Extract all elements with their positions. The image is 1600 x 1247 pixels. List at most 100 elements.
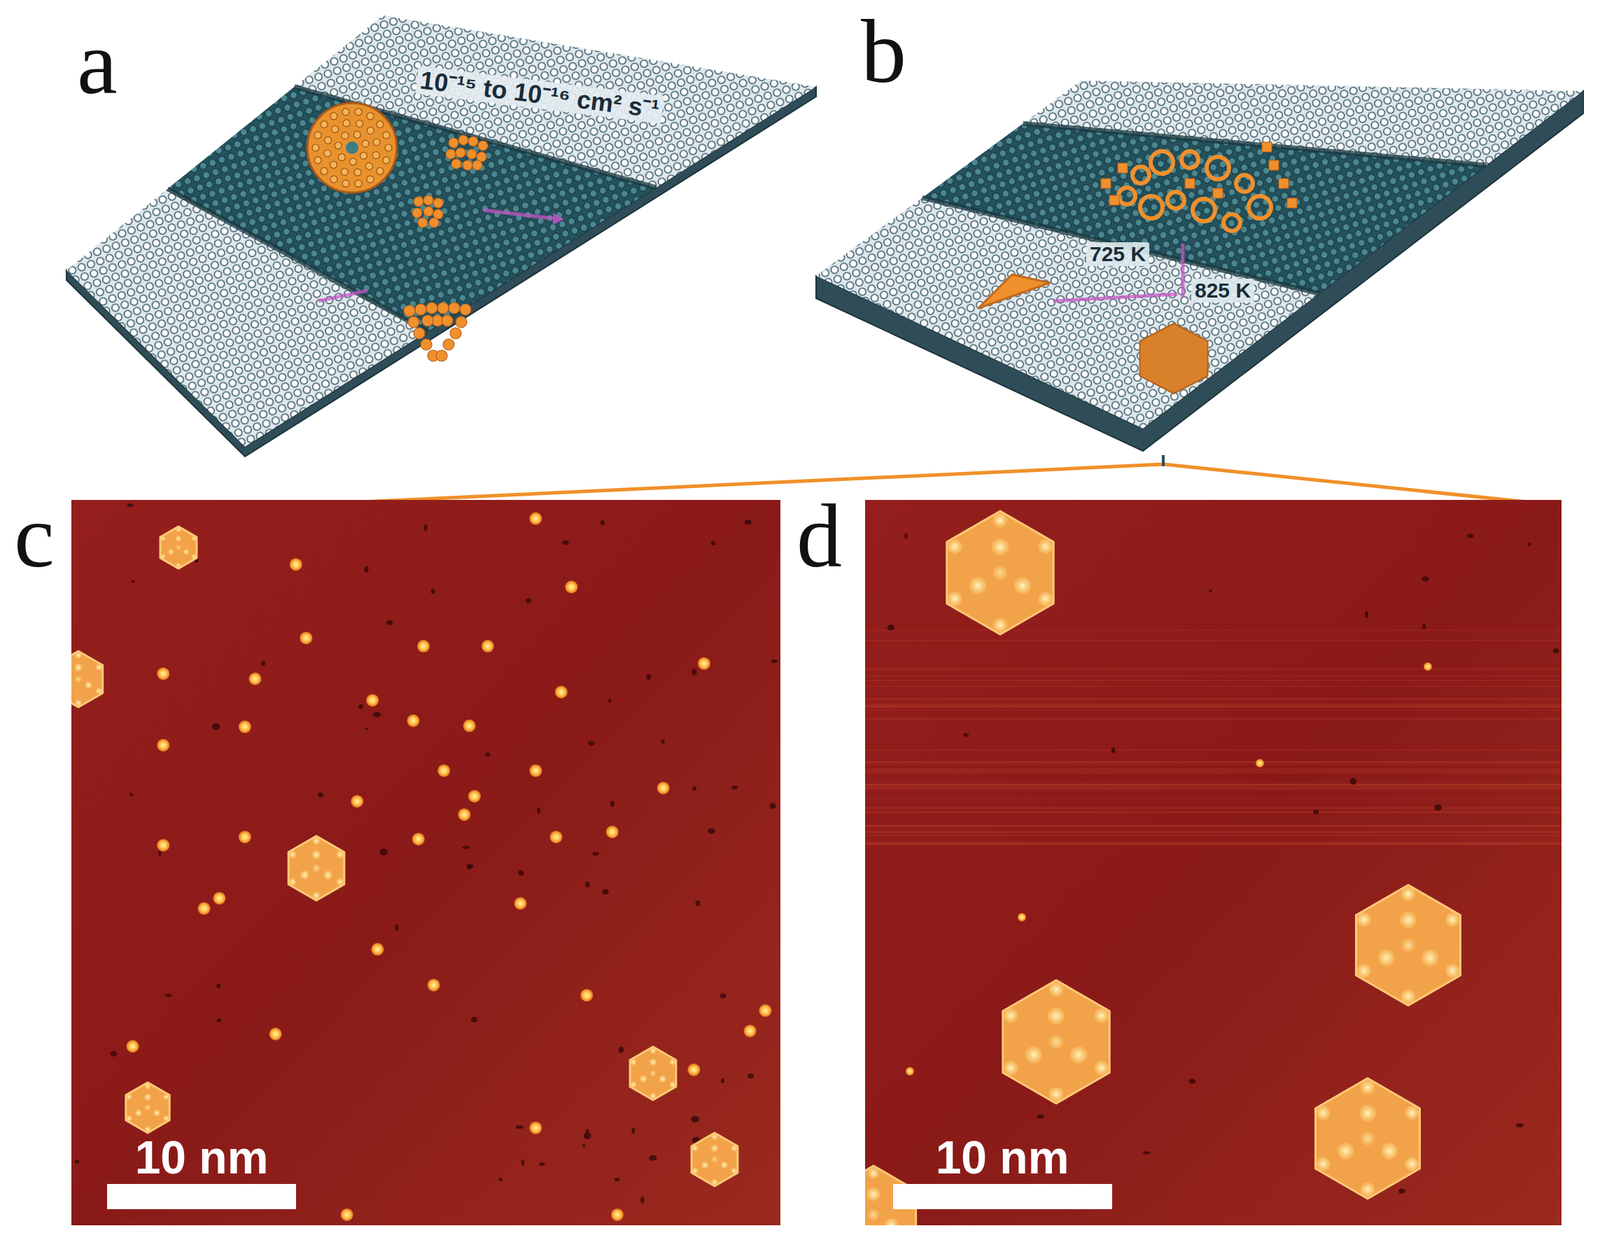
- step-edge: [1023, 123, 1487, 166]
- adsorbed-molecule: [340, 1208, 354, 1221]
- surface-defect: [601, 888, 609, 895]
- scan-line: [865, 709, 1562, 711]
- bright-spot: [992, 617, 1008, 633]
- surface-defect: [212, 723, 221, 731]
- carbon-atom: [330, 160, 338, 168]
- adsorbed-molecule: [1423, 662, 1433, 671]
- bright-spot: [691, 1167, 698, 1174]
- scan-line: [865, 843, 1562, 845]
- adsorbed-molecule: [126, 1039, 140, 1052]
- molecule-fragment: [426, 302, 438, 314]
- carbon-atom: [356, 120, 364, 128]
- scan-line: [865, 718, 1562, 719]
- scale-bar-label: 10 nm: [135, 1133, 269, 1181]
- stm-ground: [71, 499, 781, 1225]
- molecule-fragment: [459, 303, 472, 315]
- adsorbed-molecule: [905, 1066, 915, 1076]
- molecular-island: [71, 650, 103, 707]
- carbon-atom: [340, 167, 348, 175]
- schematic-b: [816, 80, 1584, 451]
- bright-spot: [74, 675, 82, 683]
- bright-spot: [74, 651, 82, 659]
- carbon-atom: [382, 156, 390, 164]
- scan-line: [865, 806, 1562, 808]
- bright-spot: [1401, 937, 1416, 953]
- carbon-atom: [376, 167, 384, 175]
- molecule-fragment: [403, 305, 416, 317]
- bright-spot: [1037, 591, 1053, 607]
- bright-spot: [183, 548, 189, 555]
- adsorbed-molecule: [406, 713, 420, 727]
- bright-spot: [730, 1144, 738, 1151]
- surface-defect: [536, 806, 541, 814]
- panel-letter: a: [76, 16, 118, 108]
- adsorbed-molecule: [412, 832, 425, 845]
- bright-spot: [1037, 538, 1053, 554]
- molecule-fragment: [468, 136, 479, 147]
- bright-spot: [323, 869, 333, 880]
- carbon-atom: [353, 130, 361, 138]
- scan-line: [865, 783, 1562, 786]
- molecule-fragment: [441, 314, 453, 327]
- bright-spot: [1315, 1105, 1331, 1120]
- bright-spot: [1360, 1131, 1376, 1146]
- scan-line: [865, 769, 1562, 771]
- molecule-ring: [1118, 187, 1136, 205]
- adsorbed-molecule: [350, 794, 364, 807]
- surface-defect: [731, 785, 739, 790]
- scan-line: [865, 763, 1562, 765]
- surface-defect: [592, 851, 600, 855]
- molecule-fragment: [1109, 195, 1120, 206]
- scan-line: [865, 676, 1562, 677]
- bright-spot: [691, 1144, 698, 1151]
- surface-defect: [646, 674, 651, 680]
- surface-defect: [692, 786, 697, 791]
- temperature-label: 725 K: [1086, 242, 1150, 266]
- scale-bar: [893, 1183, 1113, 1209]
- carbon-atom: [366, 112, 374, 120]
- adsorbed-molecule: [514, 896, 528, 910]
- scan-line: [865, 718, 1562, 720]
- bright-spot: [649, 1069, 656, 1076]
- surface-defect: [562, 540, 569, 546]
- bright-spot: [1093, 1007, 1109, 1023]
- adsorbed-molecule: [269, 1027, 283, 1041]
- diffusion-coefficient: 10⁻¹⁵ to 10⁻¹⁶ cm² s⁻¹: [415, 65, 665, 124]
- bright-spot: [649, 1092, 656, 1099]
- scan-line: [865, 825, 1562, 827]
- scan-line: [865, 824, 1562, 826]
- molecular-island: [125, 1082, 170, 1133]
- surface-defect: [216, 1018, 222, 1022]
- adsorbed-molecule: [198, 902, 211, 915]
- surface-defect: [1142, 1150, 1150, 1154]
- bright-spot: [1003, 1007, 1019, 1023]
- bright-spot: [1093, 1060, 1109, 1076]
- bright-spot: [992, 564, 1008, 580]
- bright-spot: [947, 591, 963, 607]
- molecule-fragment: [417, 217, 428, 228]
- bright-spot: [1048, 1086, 1064, 1101]
- bright-spot: [289, 850, 297, 859]
- carbon-atom: [324, 149, 332, 157]
- adsorbed-molecule: [481, 639, 495, 653]
- scan-line: [865, 783, 1562, 787]
- zoom-line: [1161, 454, 1165, 467]
- surface-defect: [610, 800, 615, 807]
- surface-defect: [600, 520, 605, 525]
- scan-line: [865, 629, 1562, 631]
- molecule-ring: [1236, 174, 1253, 192]
- molecule-fragment: [415, 303, 427, 315]
- molecule-ring: [1140, 195, 1163, 219]
- bright-spot: [312, 849, 322, 859]
- carbon-atom: [349, 158, 357, 166]
- bright-spot: [1048, 1033, 1064, 1049]
- adsorbed-molecule: [687, 1063, 700, 1076]
- bright-spot: [629, 1081, 637, 1088]
- surface-defect: [661, 739, 665, 744]
- bright-spot: [1378, 949, 1395, 966]
- surface-defect: [216, 983, 221, 989]
- carbon-atom: [384, 144, 392, 152]
- surface-defect: [747, 1072, 754, 1078]
- surface-defect: [158, 849, 161, 856]
- panel-letter: b: [860, 5, 907, 97]
